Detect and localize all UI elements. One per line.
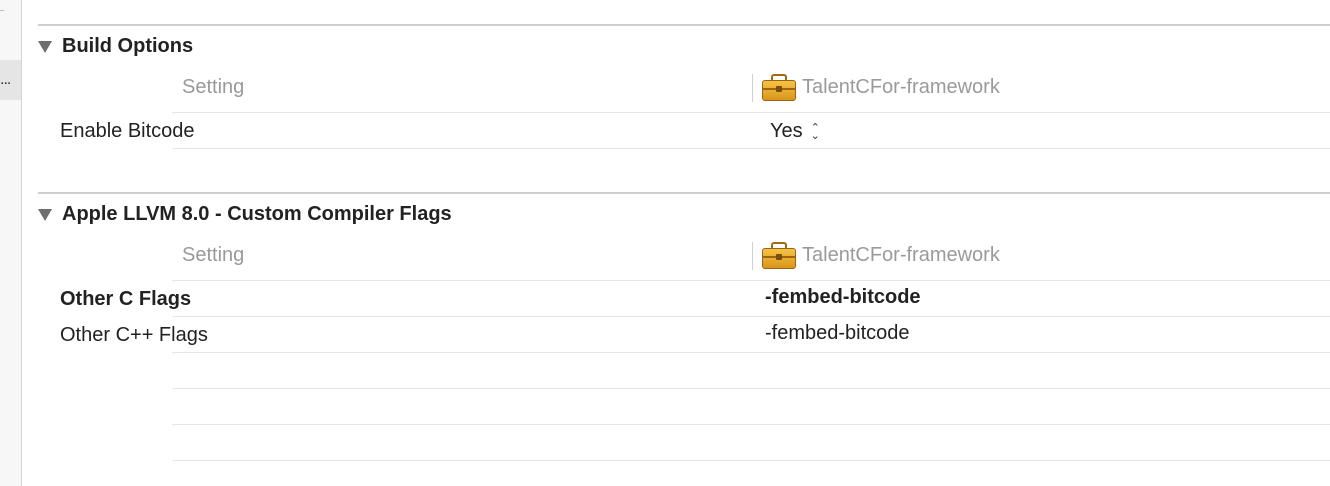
setting-other-c-flags-label[interactable]: Other C Flags [60,288,192,310]
setting-other-cpp-flags-value[interactable]: -fembed-bitcode [765,322,910,344]
setting-other-cpp-flags-label[interactable]: Other C++ Flags [60,324,208,346]
column-header-setting[interactable]: Setting [182,244,245,266]
disclosure-triangle-icon[interactable] [38,208,52,221]
column-header-target[interactable]: TalentCFor-framework [762,242,1000,269]
section-title: Build Options [62,35,194,57]
column-separator [752,74,753,102]
section-title: Apple LLVM 8.0 - Custom Compiler Flags [62,203,452,225]
setting-enable-bitcode-value[interactable]: Yes ⌃⌄ [770,120,820,143]
navigator-sidebar-edge: ... [0,0,22,486]
empty-row-divider [172,388,1330,389]
section-divider [38,24,1330,26]
target-name: TalentCFor-framework [802,243,1000,266]
empty-row-divider [172,460,1330,461]
row-divider [172,112,1330,113]
value-text: Yes [770,120,803,142]
section-header-compiler-flags[interactable]: Apple LLVM 8.0 - Custom Compiler Flags [38,203,452,226]
empty-row-divider [172,424,1330,425]
setting-other-c-flags-value[interactable]: -fembed-bitcode [765,286,921,308]
row-divider [172,352,1330,353]
section-header-build-options[interactable]: Build Options [38,35,193,58]
row-divider [172,316,1330,317]
toolbox-icon [762,74,796,101]
section-divider [38,192,1330,194]
toolbox-icon [762,242,796,269]
up-down-chevron-icon[interactable]: ⌃⌄ [810,121,820,142]
setting-enable-bitcode-label[interactable]: Enable Bitcode [60,120,195,142]
column-header-setting[interactable]: Setting [182,76,245,98]
disclosure-triangle-icon[interactable] [38,40,52,53]
row-divider [172,148,1330,149]
sidebar-divider-tick [0,10,4,11]
row-divider [172,280,1330,281]
sidebar-more-button[interactable]: ... [0,60,21,100]
target-name: TalentCFor-framework [802,75,1000,98]
column-separator [752,242,753,270]
column-header-target[interactable]: TalentCFor-framework [762,74,1000,101]
